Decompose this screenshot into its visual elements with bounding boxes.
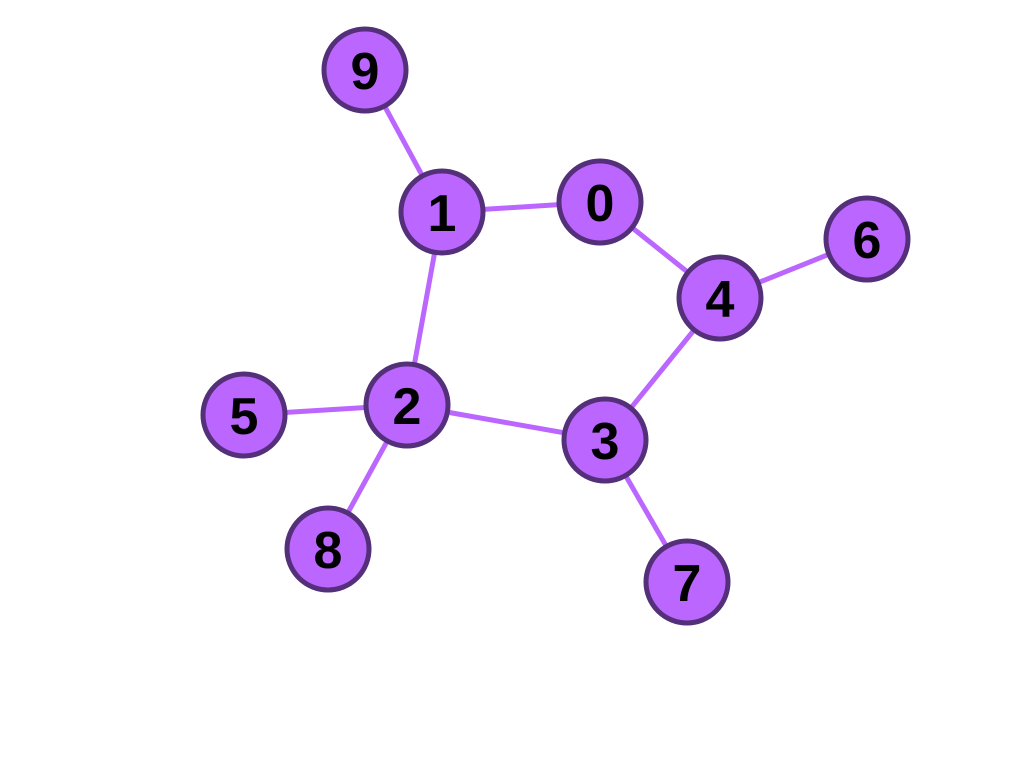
node-label: 9 — [351, 43, 380, 101]
edges-layer — [241, 67, 870, 585]
node-7: 7 — [643, 538, 731, 626]
node-6: 6 — [823, 195, 911, 283]
node-circle — [200, 371, 288, 459]
node-label: 2 — [393, 378, 422, 436]
node-circle — [363, 361, 451, 449]
node-circle — [643, 538, 731, 626]
node-circle — [321, 26, 409, 114]
node-circle — [561, 396, 649, 484]
node-circle — [398, 168, 486, 256]
node-4: 4 — [676, 254, 764, 342]
node-0: 0 — [556, 158, 644, 246]
node-label: 7 — [673, 555, 702, 613]
node-circle — [823, 195, 911, 283]
node-circle — [676, 254, 764, 342]
nodes-layer: 0 1 2 3 4 5 6 7 8 9 — [200, 26, 911, 626]
node-circle — [284, 505, 372, 593]
node-5: 5 — [200, 371, 288, 459]
node-3: 3 — [561, 396, 649, 484]
node-label: 3 — [591, 413, 620, 471]
node-2: 2 — [363, 361, 451, 449]
node-8: 8 — [284, 505, 372, 593]
node-label: 4 — [706, 271, 735, 329]
node-label: 5 — [230, 388, 259, 446]
node-label: 8 — [314, 522, 343, 580]
node-label: 0 — [586, 175, 615, 233]
node-1: 1 — [398, 168, 486, 256]
node-circle — [556, 158, 644, 246]
node-label: 6 — [853, 212, 882, 270]
node-label: 1 — [428, 185, 457, 243]
node-9: 9 — [321, 26, 409, 114]
